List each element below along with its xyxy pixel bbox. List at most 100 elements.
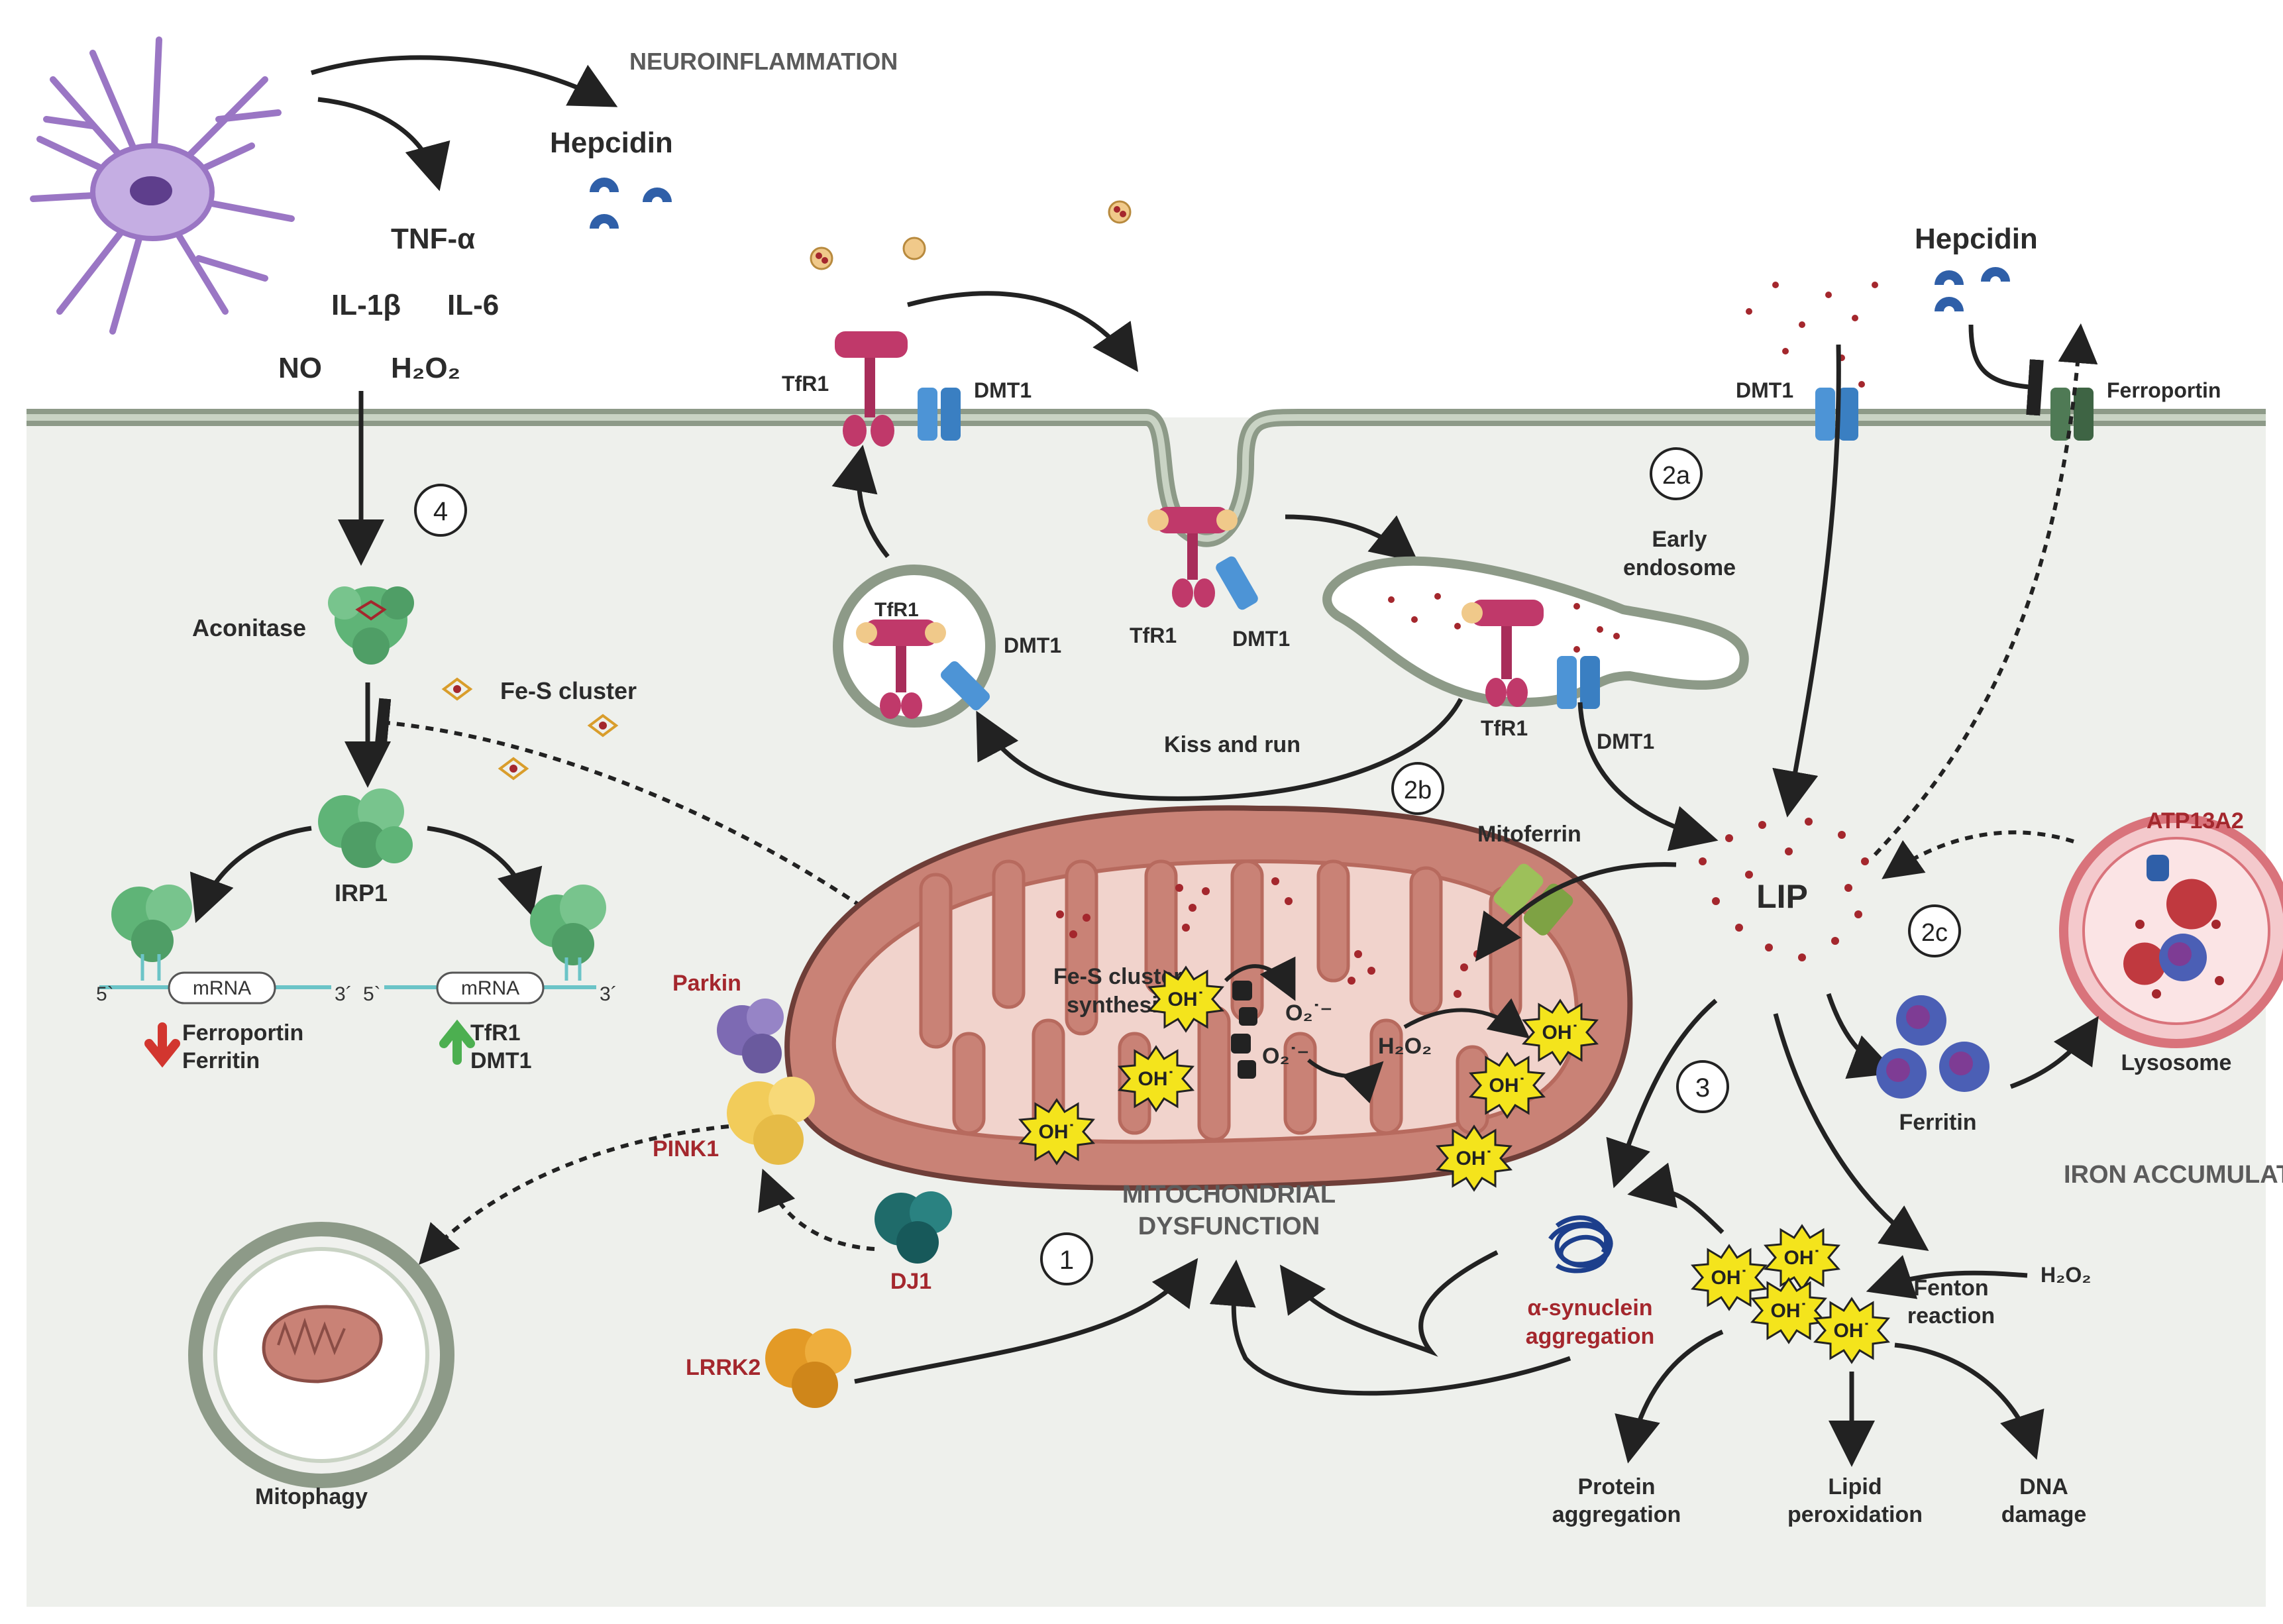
il6-label: IL-6	[447, 289, 499, 321]
svg-text:OH˙: OH˙	[1542, 1022, 1579, 1044]
arrow-to-endosome	[1285, 514, 1418, 563]
irp1-label: IRP1	[335, 879, 388, 906]
dmt1-right-label: DMT1	[1736, 378, 1793, 402]
dmt1-right	[1815, 388, 1858, 441]
arrow-dj1-to-pink1	[758, 1168, 875, 1251]
pink1-label: PINK1	[653, 1136, 719, 1162]
mrna-left	[99, 885, 331, 1004]
lrrk2-protein	[765, 1328, 851, 1408]
arrow-irp1-left	[189, 826, 312, 924]
hepcidin-right-label: Hepcidin	[1915, 223, 2038, 255]
pink1-protein	[727, 1077, 815, 1165]
arrow-ros-to-dysfunction	[1209, 1260, 1571, 1396]
arrow-kiss-and-run	[976, 698, 1463, 801]
neuroinflammation-label: NEUROINFLAMMATION	[629, 48, 898, 75]
hepcidin-right-molecules	[1935, 267, 2010, 311]
ros-hydroxyl-radicals	[1018, 965, 1599, 1192]
iron-accumulation-label: IRON ACCUMULATION	[2064, 1161, 2283, 1189]
etc-complex	[1231, 981, 1257, 1079]
h2o2-top-label: H₂O₂	[391, 352, 460, 384]
protein-aggregation-label-1: Protein	[1577, 1474, 1655, 1499]
arrow-irp1-right	[427, 826, 543, 917]
arrow-to-cytokines	[317, 97, 451, 191]
dmt1-pit-label: DMT1	[1232, 627, 1290, 651]
mitophagy-autophagosome	[188, 1222, 454, 1488]
arrow-lip-to-fenton	[1773, 1013, 1929, 1252]
svg-text:1: 1	[1059, 1246, 1074, 1275]
tfr1-pit-label: TfR1	[1130, 623, 1177, 647]
parkin-protein	[717, 999, 784, 1073]
svg-text:4: 4	[433, 497, 448, 526]
mitophagy-label: Mitophagy	[255, 1484, 368, 1509]
svg-text:OH˙: OH˙	[1456, 1148, 1493, 1169]
dmt1-membrane-label: DMT1	[974, 378, 1032, 402]
dmt1-membrane	[918, 388, 961, 441]
mrna-right	[384, 885, 606, 1004]
plasma-membrane-core	[27, 414, 2266, 542]
mito-dysfunction-label-2: DYSFUNCTION	[1138, 1213, 1320, 1240]
dj1-label: DJ1	[890, 1269, 931, 1294]
ferroportin-down-label: Ferroportin	[182, 1020, 303, 1046]
protein-aggregation-label-2: aggregation	[1552, 1502, 1681, 1527]
arrow-ros-to-asyn	[1627, 1162, 1725, 1234]
dmt1-up-label: DMT1	[470, 1048, 532, 1073]
svg-text:2a: 2a	[1662, 462, 1691, 490]
svg-text:2c: 2c	[1921, 919, 1948, 947]
svg-text:2b: 2b	[1404, 777, 1432, 804]
no-label: NO	[278, 352, 322, 384]
svg-text:OH˙: OH˙	[1138, 1068, 1175, 1090]
fenton-label-2: reaction	[1907, 1303, 1995, 1328]
ferritin-proteins	[1876, 995, 1990, 1099]
il1b-label: IL-1β	[331, 289, 401, 321]
early-endosome-label-1: Early	[1652, 527, 1707, 552]
arrow-dmt1-to-lip	[1577, 702, 1719, 851]
lrrk2-label: LRRK2	[686, 1355, 761, 1380]
lip-iron-dots	[1699, 818, 1869, 961]
arrow-lip-to-asyn	[1606, 999, 1718, 1189]
arrow-lip-to-mitoferrin	[1475, 862, 1677, 962]
tnf-label: TNF-α	[391, 223, 475, 255]
microglia-cell	[30, 36, 295, 335]
arrow-to-dna-damage	[1894, 1342, 2044, 1460]
extracellular-iron-dots	[1746, 282, 1878, 388]
step-3-badge: 3	[1676, 1060, 1729, 1113]
irp1-protein	[318, 788, 413, 868]
transferrin-iron-extracellular	[810, 200, 1132, 270]
hepcidin-inhibition-line	[1968, 324, 2044, 416]
arrow-lrrk2-to-dysfunction	[854, 1258, 1198, 1384]
step-2b-badge: 2b	[1391, 762, 1444, 815]
fenton-label-1: Fenton	[1913, 1275, 1988, 1301]
svg-text:OH˙: OH˙	[1489, 1075, 1526, 1097]
tfr1-endosome	[1461, 600, 1600, 709]
mrna-left-text: mRNA	[193, 977, 251, 999]
parkin-label: Parkin	[672, 971, 741, 996]
ros-hydroxyl-labels: OH˙ OH˙ OH˙ OH˙ OH˙ OH˙	[1039, 989, 1579, 1169]
endosome-iron-dots	[1388, 593, 1620, 653]
tfr1-membrane-label: TfR1	[782, 372, 829, 396]
arrow-endocytosis	[907, 291, 1139, 372]
early-endosome	[1322, 556, 1749, 708]
ferroportin-label: Ferroportin	[2107, 378, 2221, 402]
tfr1-pit	[1147, 507, 1258, 610]
fenton-ros-labels: OH˙ OH˙ OH˙ OH˙	[1711, 1247, 1870, 1342]
mrna-right-text: mRNA	[461, 977, 519, 999]
ferritin-label: Ferritin	[1899, 1110, 1976, 1135]
dna-damage-label-2: damage	[2001, 1502, 2087, 1527]
five-prime-right: 5`	[363, 983, 381, 1005]
svg-text:OH˙: OH˙	[1168, 989, 1204, 1010]
ferroportin-channel	[2050, 388, 2094, 441]
fes-cluster-label: Fe-S cluster	[500, 677, 637, 704]
tfr1-membrane	[835, 331, 908, 447]
arrow-dmt1-to-lip-right	[1772, 344, 1841, 818]
step-2a-badge: 2a	[1650, 447, 1703, 500]
tfr1-vesicle-label: TfR1	[875, 599, 919, 621]
arrow-etc-o2-1	[1224, 956, 1296, 1001]
lipid-peroxidation-label-2: peroxidation	[1787, 1502, 1923, 1527]
arrow-to-protein-aggregation	[1615, 1329, 1724, 1464]
arrow-to-hepcidin	[310, 55, 618, 107]
mitoferrin-label: Mitoferrin	[1477, 822, 1581, 847]
step-4-badge: 4	[414, 484, 467, 537]
three-prime-right: 3´	[600, 983, 617, 1005]
